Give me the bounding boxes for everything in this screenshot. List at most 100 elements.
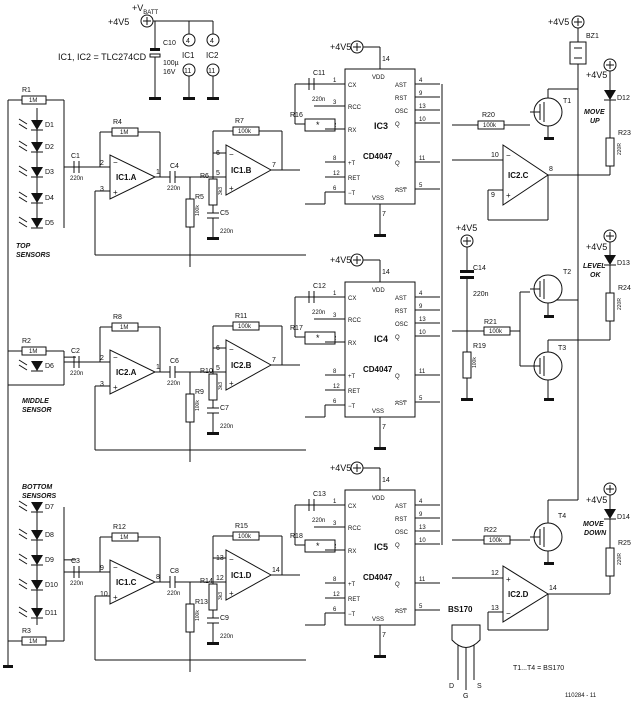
svg-text:S: S <box>477 683 482 690</box>
pin-name: Q <box>395 582 400 588</box>
rfb-label: R4 <box>113 119 122 126</box>
svg-text:8: 8 <box>549 166 553 173</box>
plus: + <box>113 383 118 392</box>
photodiode-d7: D7 <box>18 500 54 513</box>
opamp-ic1.c <box>109 559 157 605</box>
svg-text:T4: T4 <box>558 513 566 520</box>
r1-resistor <box>21 95 47 105</box>
c3-value: 220n <box>220 424 233 430</box>
r25-resistor <box>605 547 615 577</box>
pin-name: RCC <box>348 105 362 111</box>
pin-name: Q <box>395 161 400 167</box>
timer-ic4: +4V514VDDVSSIC4CD40477CX1RCC3RX2+T8RET12… <box>290 253 440 450</box>
cin-label: C2 <box>71 348 80 355</box>
cap-value: 220n <box>312 518 325 524</box>
minus: − <box>113 353 118 362</box>
bias-resistor <box>185 393 195 423</box>
cd4047-body <box>344 489 416 626</box>
svg-text:SENSORS: SENSORS <box>16 252 51 259</box>
rb-label: R6 <box>200 173 209 180</box>
ic-label: IC4 <box>374 334 388 344</box>
rfb2-label: R11 <box>235 313 247 320</box>
pin-name: RET <box>348 389 360 395</box>
svg-text:+4V5: +4V5 <box>586 495 607 505</box>
r24-resistor <box>605 292 615 322</box>
c3-value: 220n <box>220 229 233 235</box>
pin-name: Q <box>395 374 400 380</box>
svg-text:UP: UP <box>590 118 600 125</box>
opamp-label: IC1.A <box>116 173 137 182</box>
pin: 6 <box>333 399 337 405</box>
svg-text:BS170: BS170 <box>448 605 473 614</box>
svg-text:1M: 1M <box>29 98 37 104</box>
pin: 9 <box>419 512 423 518</box>
pin: 4 <box>419 78 423 84</box>
c10-value: 100µ <box>163 60 179 67</box>
diode-label: D5 <box>45 220 54 227</box>
diode-label: D9 <box>45 557 54 564</box>
svg-text:DOWN: DOWN <box>584 530 607 537</box>
cin-value: 220n <box>70 581 83 587</box>
timer-ic5: +4V514VDDVSSIC5CD40477CX1RCC3RX2+T8RET12… <box>290 461 440 658</box>
pin: 7 <box>382 632 386 639</box>
svg-text:R19: R19 <box>473 343 486 350</box>
c3-label: C7 <box>220 405 229 412</box>
opamp-label: IC1.C <box>116 578 137 587</box>
pin: 8 <box>333 577 337 583</box>
c2-value: 220n <box>167 591 180 597</box>
ic-label: IC5 <box>374 542 388 552</box>
svg-text:100k: 100k <box>489 329 503 335</box>
rfb-label: R8 <box>113 314 122 321</box>
pin-name: AST <box>395 188 407 194</box>
opamp-ic1.d <box>225 549 273 601</box>
pin-name: AST <box>395 504 407 510</box>
pin-name: OSC <box>395 322 409 328</box>
svg-text:220R: 220R <box>617 298 623 310</box>
svg-text:+4V5: +4V5 <box>456 223 477 233</box>
d14-led <box>604 509 616 519</box>
c10-plate <box>150 48 160 51</box>
svg-text:220R: 220R <box>617 553 623 565</box>
cap-label: C13 <box>313 491 326 498</box>
svg-text:100k: 100k <box>483 123 497 129</box>
opamp-label: IC2.B <box>231 361 252 370</box>
supply-label: +4V5 <box>330 255 351 265</box>
timer-ic3: +4V514VDDVSSIC3CD40477CX1RCC3RX2+T8RET12… <box>290 40 440 237</box>
rfb2-value: 100k <box>238 534 252 540</box>
svg-text:T3: T3 <box>558 345 566 352</box>
middle-sensor-label: MIDDLE <box>22 398 49 405</box>
pin: 14 <box>382 56 390 63</box>
ic2-label: IC2 <box>206 51 219 60</box>
pin-name: CX <box>348 296 356 302</box>
pin: 11 <box>419 577 426 583</box>
photodiode-d5: D5 <box>18 216 54 229</box>
supply-label: +4V5 <box>330 42 351 52</box>
c2-label: C4 <box>170 163 179 170</box>
ra-value: 100k <box>195 610 201 621</box>
pin: 12 <box>333 171 340 177</box>
opamp-ic2.a <box>109 349 157 395</box>
cin-label: C1 <box>71 153 80 160</box>
ic-type: CD4047 <box>363 573 393 582</box>
pin: 3 <box>333 313 337 319</box>
pin-name: VDD <box>372 496 385 502</box>
r3-resistor <box>21 636 47 646</box>
svg-text:11: 11 <box>184 68 191 75</box>
ic-type: CD4047 <box>363 152 393 161</box>
pin: 2 <box>100 160 104 167</box>
svg-text:IC2.D: IC2.D <box>508 590 529 599</box>
opamp-label: IC1.B <box>231 166 252 175</box>
photodiode-d2: D2 <box>18 140 54 153</box>
svg-text:OK: OK <box>590 272 601 279</box>
pin: 1 <box>333 291 337 297</box>
ic1-label: IC1 <box>182 51 195 60</box>
level-ok-label: LEVEL <box>583 263 606 270</box>
pin: 6 <box>333 186 337 192</box>
pin: 1 <box>333 499 337 505</box>
svg-text:T2: T2 <box>563 269 571 276</box>
opamp-ic2.b <box>225 339 273 391</box>
svg-text:9: 9 <box>491 192 495 199</box>
transistor-note: T1...T4 = BS170 <box>513 665 564 672</box>
